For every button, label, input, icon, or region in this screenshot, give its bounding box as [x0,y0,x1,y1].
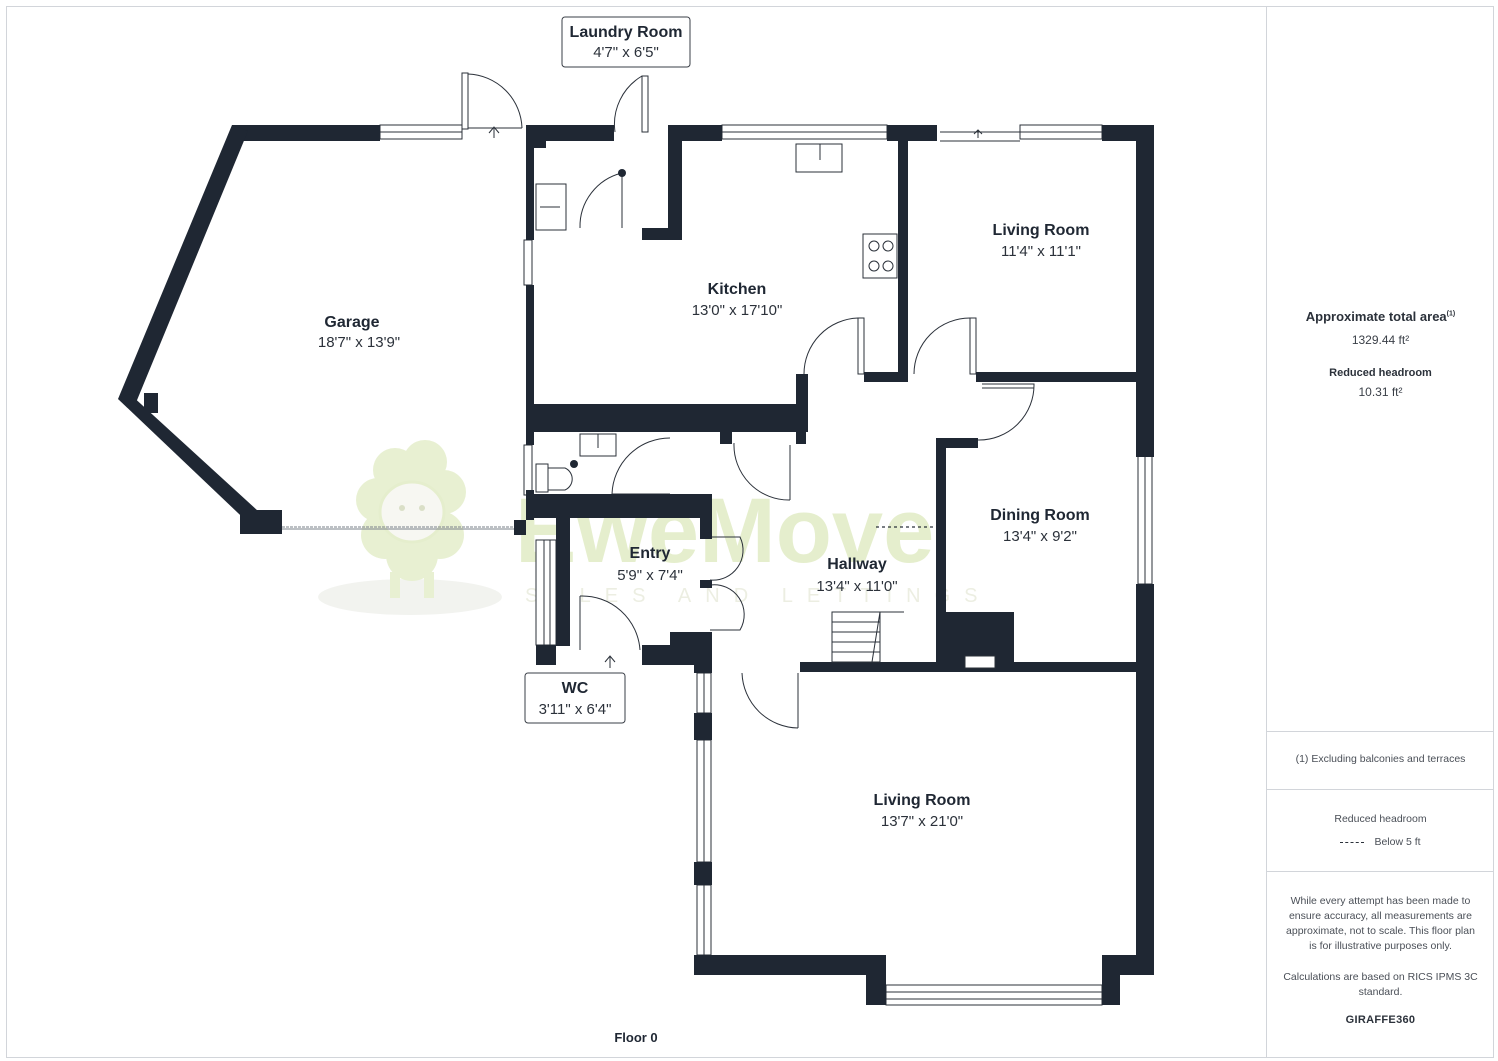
room-dim-dining: 13'4" x 9'2" [1003,528,1077,545]
room-name-living-top: Living Room [993,222,1090,239]
room-dim-hallway: 13'4" x 11'0" [816,578,897,595]
sink-icon [795,143,843,173]
floor-plan: EweMove SALES AND LETTINGS [118,16,1154,1045]
entrance-arrow-icon [604,655,616,668]
walls [118,125,1154,1005]
toilet-cistern-icon [535,463,549,493]
legend-section: Reduced headroom Below 5 ft [1267,789,1494,871]
sheep-logo-icon [356,440,466,598]
wall [232,125,380,141]
legend-item: Below 5 ft [1267,835,1494,850]
page-frame [6,6,1494,1058]
legend-title: Reduced headroom [1334,813,1427,825]
area-title: Approximate total area(1) [1305,309,1456,324]
floor-label: Floor 0 [614,1030,657,1045]
info-sidebar: Approximate total area(1) 1329.44 ft² Re… [1266,7,1494,1057]
watermark-tagline: SALES AND LETTINGS [525,585,992,607]
door-hinge-icon [618,169,626,177]
calc-note: Calculations are based on RICS IPMS 3C s… [1283,971,1478,998]
footnote-text: (1) Excluding balconies and terraces [1295,753,1466,765]
room-name-garage: Garage [324,314,379,331]
room-name-entry: Entry [630,545,671,562]
room-dim-living-top: 11'4" x 11'1" [1001,243,1081,260]
entrance-arrow-icon [488,126,500,138]
watermark-shadow [318,579,502,615]
toilet-icon [547,467,573,491]
room-name-hallway: Hallway [827,556,887,573]
entrance-arrows [488,126,983,668]
room-dim-kitchen: 13'0" x 17'10" [692,302,783,319]
room-name-kitchen: Kitchen [708,281,767,298]
stairs-icon [831,611,904,663]
room-dim-garage: 18'7" x 13'9" [318,334,400,351]
room-name-wc: WC [562,680,589,697]
hob-icon [862,233,898,279]
laundry-label-box [561,16,691,68]
doors [461,72,1035,729]
dashed-line-icon [1340,841,1365,843]
room-name-laundry: Laundry Room [570,24,683,41]
door-hinge-icon [570,460,578,468]
footnote-section: (1) Excluding balconies and terraces [1267,731,1494,789]
room-dim-entry: 5'9" x 7'4" [617,567,683,584]
headroom-title: Reduced headroom [1329,367,1432,379]
room-name-living-bottom: Living Room [874,792,971,809]
room-dim-wc: 3'11" x 6'4" [539,701,612,718]
disclaimer-section: While every attempt has been made to ens… [1267,871,1494,1057]
room-name-dining: Dining Room [990,507,1090,524]
room-dim-laundry: 4'7" x 6'5" [593,44,659,61]
disclaimer-text: While every attempt has been made to ens… [1286,895,1475,952]
fixtures [535,143,904,663]
wc-label-box [524,672,626,724]
giraffe360-logo: GIRAFFE360 [1345,1014,1416,1026]
area-value: 1329.44 ft² [1351,333,1410,347]
area-summary: Approximate total area(1) 1329.44 ft² Re… [1267,309,1494,399]
fireplace [964,655,996,669]
room-dim-living-bottom: 13'7" x 21'0" [881,813,963,830]
windows [282,124,1153,1006]
headroom-value: 10.31 ft² [1358,385,1403,399]
entrance-arrow-icon [973,129,983,138]
